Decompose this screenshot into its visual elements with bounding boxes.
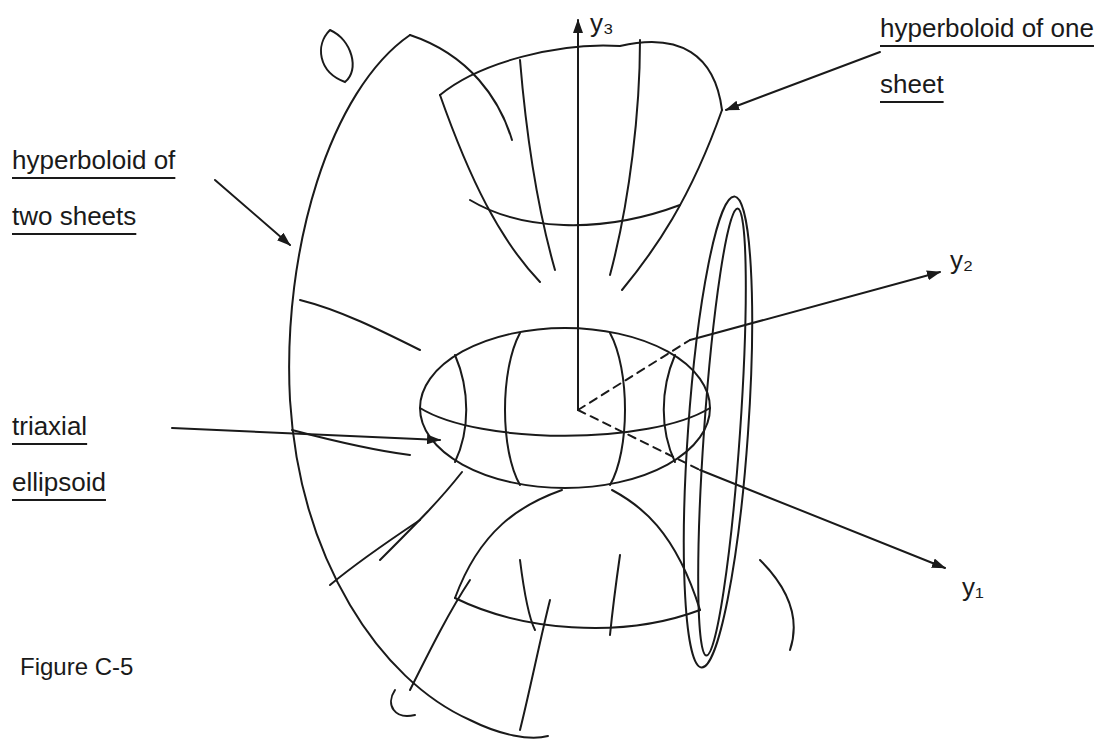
figure-caption: Figure C-5 [20, 652, 220, 682]
axis-label: y₂ [950, 245, 1010, 275]
surface-label: hyperboloid of two sheets [12, 132, 212, 244]
surface-label: hyperboloid of one sheet [880, 0, 1095, 112]
axis-label: y₃ [590, 8, 650, 38]
axis-label: y₁ [962, 572, 1022, 602]
surface-label: triaxial ellipsoid [12, 398, 172, 510]
